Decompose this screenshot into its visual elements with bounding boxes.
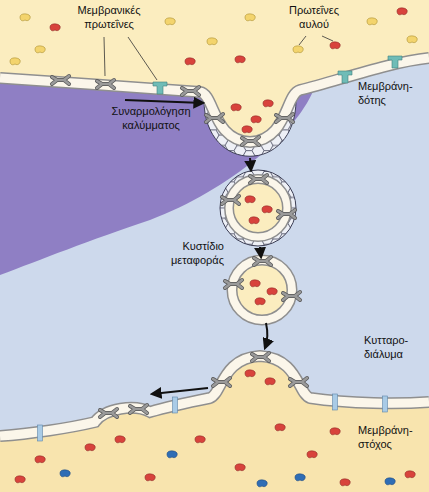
lumen-protein — [250, 280, 260, 287]
membrane-protein — [250, 175, 267, 183]
arrow — [152, 388, 208, 394]
donor-lumen — [0, 0, 429, 142]
coated-vesicle-coat — [220, 170, 296, 246]
transport-vesicle — [232, 260, 292, 320]
target-lumen — [0, 356, 429, 492]
lumen-protein — [60, 470, 70, 477]
membrane-protein — [130, 405, 147, 413]
lumen-protein — [185, 58, 195, 65]
lumen-protein — [275, 424, 285, 431]
lumen-protein — [293, 46, 303, 53]
lumen-protein — [115, 436, 125, 443]
lumen-protein — [165, 18, 175, 25]
membrane-protein — [182, 87, 199, 95]
lumen-protein — [407, 36, 417, 43]
lumen-protein — [255, 298, 265, 305]
lumen-protein — [265, 378, 275, 385]
lumen-protein — [385, 478, 395, 485]
membrane-protein — [97, 80, 114, 88]
donor-membrane-core — [0, 58, 429, 142]
lumen-protein — [207, 38, 217, 45]
leader-line — [299, 36, 306, 45]
membrane-protein — [388, 56, 402, 68]
coated-vesicle-membrane — [229, 179, 287, 237]
leader-line — [128, 37, 157, 80]
arrow — [260, 247, 261, 257]
lumen-proteins-label: Πρωτεΐνες αυλού — [278, 4, 350, 32]
donor-membrane-label: Μεμβράνη-δότης — [358, 80, 426, 108]
transport-vesicle-label: Κυστίδιο μεταφοράς — [148, 240, 224, 268]
lumen-protein — [295, 474, 305, 481]
membrane-proteins-label: Μεμβρανικές πρωτεΐνες — [66, 4, 152, 32]
membrane-protein — [242, 137, 259, 145]
lumen-protein — [330, 42, 340, 49]
coat-assembly-label: Συναρμολόγηση καλύμματος — [102, 105, 200, 133]
lumen-protein — [257, 480, 267, 487]
membrane-protein — [254, 257, 271, 265]
lumen-protein — [50, 24, 60, 31]
arrow — [250, 158, 251, 170]
leader-lines — [104, 36, 333, 80]
lumen-protein — [15, 476, 25, 483]
membrane-protein — [222, 196, 239, 204]
arrow — [125, 100, 203, 103]
membrane-protein — [38, 425, 43, 441]
lumen-protein — [85, 444, 95, 451]
lumen-protein — [145, 474, 155, 481]
transport-vesicle-core — [232, 260, 292, 320]
lumen-protein — [307, 451, 317, 458]
membrane-protein — [206, 114, 223, 122]
lumen-protein — [405, 471, 415, 478]
lumen-protein — [195, 436, 205, 443]
lumen-protein — [251, 116, 261, 123]
target-membrane-label: Μεμβράνη-στόχος — [358, 424, 426, 452]
process-arrows — [125, 100, 267, 394]
membrane-protein — [338, 71, 352, 83]
lumen-protein — [231, 104, 241, 111]
membrane-protein — [213, 378, 230, 386]
membrane-protein — [153, 82, 167, 94]
membrane-protein — [283, 292, 300, 300]
membrane-protein — [173, 397, 178, 413]
coated-vesicle-membrane-core — [229, 179, 287, 237]
lumen-protein — [367, 18, 377, 25]
lumen-protein — [397, 8, 407, 15]
lumen-protein — [262, 206, 272, 213]
arrow — [265, 323, 267, 348]
donor-membrane — [0, 58, 429, 142]
lumen-protein — [35, 456, 45, 463]
lumen-protein — [245, 370, 255, 377]
membrane-protein — [252, 353, 269, 361]
lumen-protein — [235, 464, 245, 471]
lumen-protein — [20, 14, 30, 21]
lumen-protein — [242, 126, 252, 133]
lumen-protein — [10, 58, 20, 65]
membrane-protein — [278, 210, 295, 218]
membrane-protein — [333, 394, 338, 410]
membrane-protein — [100, 409, 117, 417]
lumen-protein — [267, 288, 277, 295]
lumen-proteins — [10, 8, 417, 487]
lumen-protein — [263, 100, 273, 107]
lumen-protein — [340, 479, 350, 486]
membrane-protein — [52, 76, 69, 84]
lumen-protein — [167, 451, 177, 458]
lumen-protein — [245, 196, 255, 203]
lumen-protein — [249, 217, 259, 224]
membrane-protein — [276, 114, 293, 122]
lumen-protein — [245, 14, 255, 21]
lumen-protein — [330, 428, 340, 435]
leader-line — [322, 36, 333, 41]
membrane-proteins — [38, 56, 403, 441]
leader-line — [104, 37, 105, 76]
lumen-protein — [35, 46, 45, 53]
membrane-protein — [290, 378, 307, 386]
membrane-protein — [225, 280, 242, 288]
membrane-protein — [383, 396, 388, 412]
cytosol-label: Κυτταρο-διάλυμα — [364, 334, 426, 362]
lumen-protein — [235, 56, 245, 63]
